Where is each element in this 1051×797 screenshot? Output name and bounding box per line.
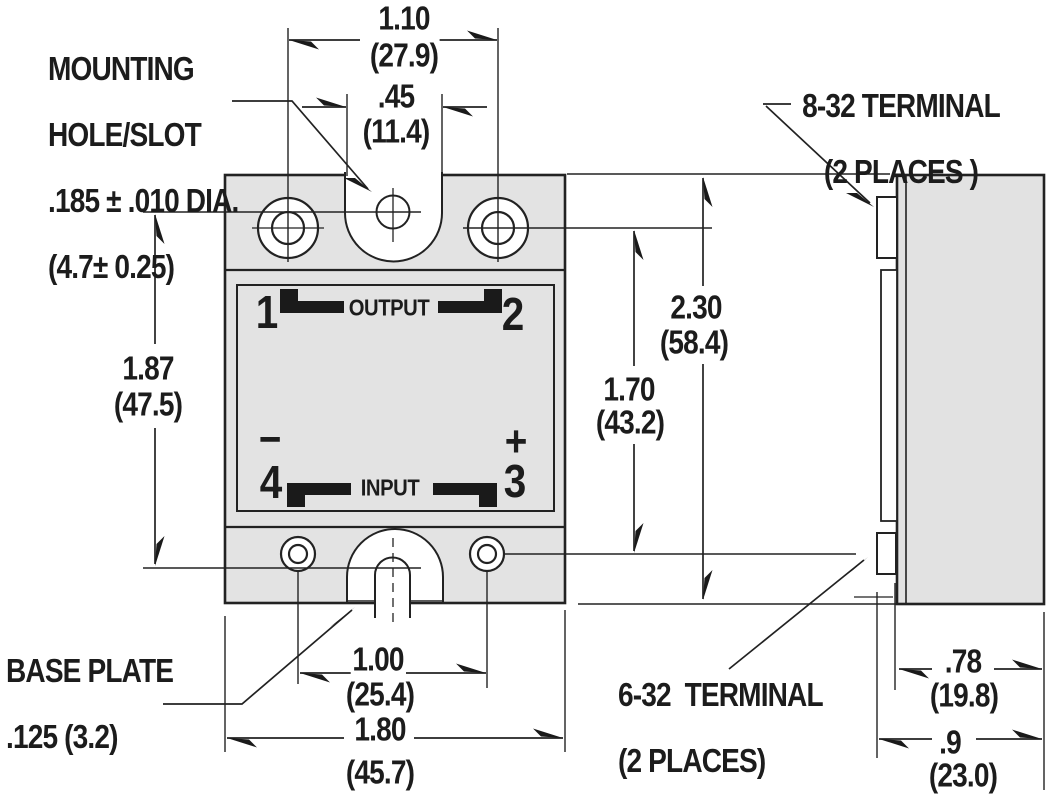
terminal-6-32-leader xyxy=(728,559,865,670)
side-mid-face xyxy=(880,269,898,522)
dim-overall-height-mm: (58.4) xyxy=(658,323,730,361)
input-terminal-left xyxy=(279,535,317,573)
device-pin-4: 4 xyxy=(259,456,283,508)
mounting-hole-callout: MOUNTING HOLE/SLOT .185 ± .010 DIA. (4.7… xyxy=(48,50,239,285)
dim-overall-height-in: 2.30 xyxy=(668,288,724,326)
base-plate-callout: BASE PLATE .125 (3.2) xyxy=(6,652,174,755)
terminal-6-32-line1: 6-32 TERMINAL xyxy=(618,676,824,713)
dim-top-hole-spacing-mm: (27.9) xyxy=(368,36,440,74)
terminal-8-32-leader xyxy=(763,103,871,204)
dim-overall-width-mm: (45.7) xyxy=(344,753,416,791)
mounting-hole-leader xyxy=(232,100,369,190)
input-terminal-right xyxy=(468,535,506,573)
leader-lines xyxy=(163,100,871,705)
dimension-lines xyxy=(154,39,1042,740)
dim-overall-depth-in: .9 xyxy=(937,723,963,761)
base-plate-leader xyxy=(163,609,353,705)
dim-bottom-hole-spacing-mm: (25.4) xyxy=(344,675,416,713)
dim-mounting-height-mm: (47.5) xyxy=(112,385,184,423)
bottom-mounting-slot xyxy=(346,528,444,624)
dim-body-depth-in: .78 xyxy=(943,642,983,680)
terminal-8-32-line2: (2 PLACES ) xyxy=(823,153,979,190)
extension-lines xyxy=(143,28,1045,790)
terminal-8-32-line1: 8-32 TERMINAL xyxy=(802,87,1001,124)
device-pin-3: 3 xyxy=(503,455,527,507)
dimension-arrowheads xyxy=(155,30,1042,749)
dim-body-depth-mm: (19.8) xyxy=(928,676,1000,714)
device-minus-sign: − xyxy=(258,415,282,464)
mounting-hole-line4: (4.7± 0.25) xyxy=(48,248,175,285)
side-8-32-terminal-tab xyxy=(876,196,898,259)
mounting-hole-line1: MOUNTING xyxy=(48,50,195,87)
device-pin-2: 2 xyxy=(501,288,525,340)
terminal-8-32-callout: 8-32 TERMINAL (2 PLACES ) xyxy=(802,87,1001,190)
device-output-label: OUTPUT xyxy=(348,294,430,321)
terminal-bracket-marks xyxy=(280,289,502,507)
base-plate-line2: .125 (3.2) xyxy=(6,718,118,755)
side-view-outline xyxy=(854,173,1046,606)
dim-top-hole-spacing-in: 1.10 xyxy=(376,0,432,37)
dim-slot-width-mm: (11.4) xyxy=(360,112,432,150)
dim-overall-depth-mm: (23.0) xyxy=(927,756,999,794)
dim-terminal-height-in: 1.70 xyxy=(601,370,657,408)
device-input-label: INPUT xyxy=(360,474,420,501)
dim-terminal-height-mm: (43.2) xyxy=(594,403,666,441)
device-pin-1: 1 xyxy=(255,286,279,338)
base-plate-line1: BASE PLATE xyxy=(6,652,174,689)
dim-mounting-height-in: 1.87 xyxy=(120,349,176,387)
terminal-6-32-callout: 6-32 TERMINAL (2 PLACES) xyxy=(618,676,824,779)
terminal-6-32-line2: (2 PLACES) xyxy=(618,742,766,779)
dim-slot-width-in: .45 xyxy=(376,77,416,115)
mounting-hole-line3: .185 ± .010 DIA. xyxy=(48,182,239,219)
mounting-hole-line2: HOLE/SLOT xyxy=(48,116,202,153)
dim-overall-width-in: 1.80 xyxy=(352,710,408,748)
side-6-32-terminal-tab xyxy=(876,532,897,575)
device-plus-sign: + xyxy=(504,417,528,466)
dim-bottom-hole-spacing-in: 1.00 xyxy=(350,640,406,678)
